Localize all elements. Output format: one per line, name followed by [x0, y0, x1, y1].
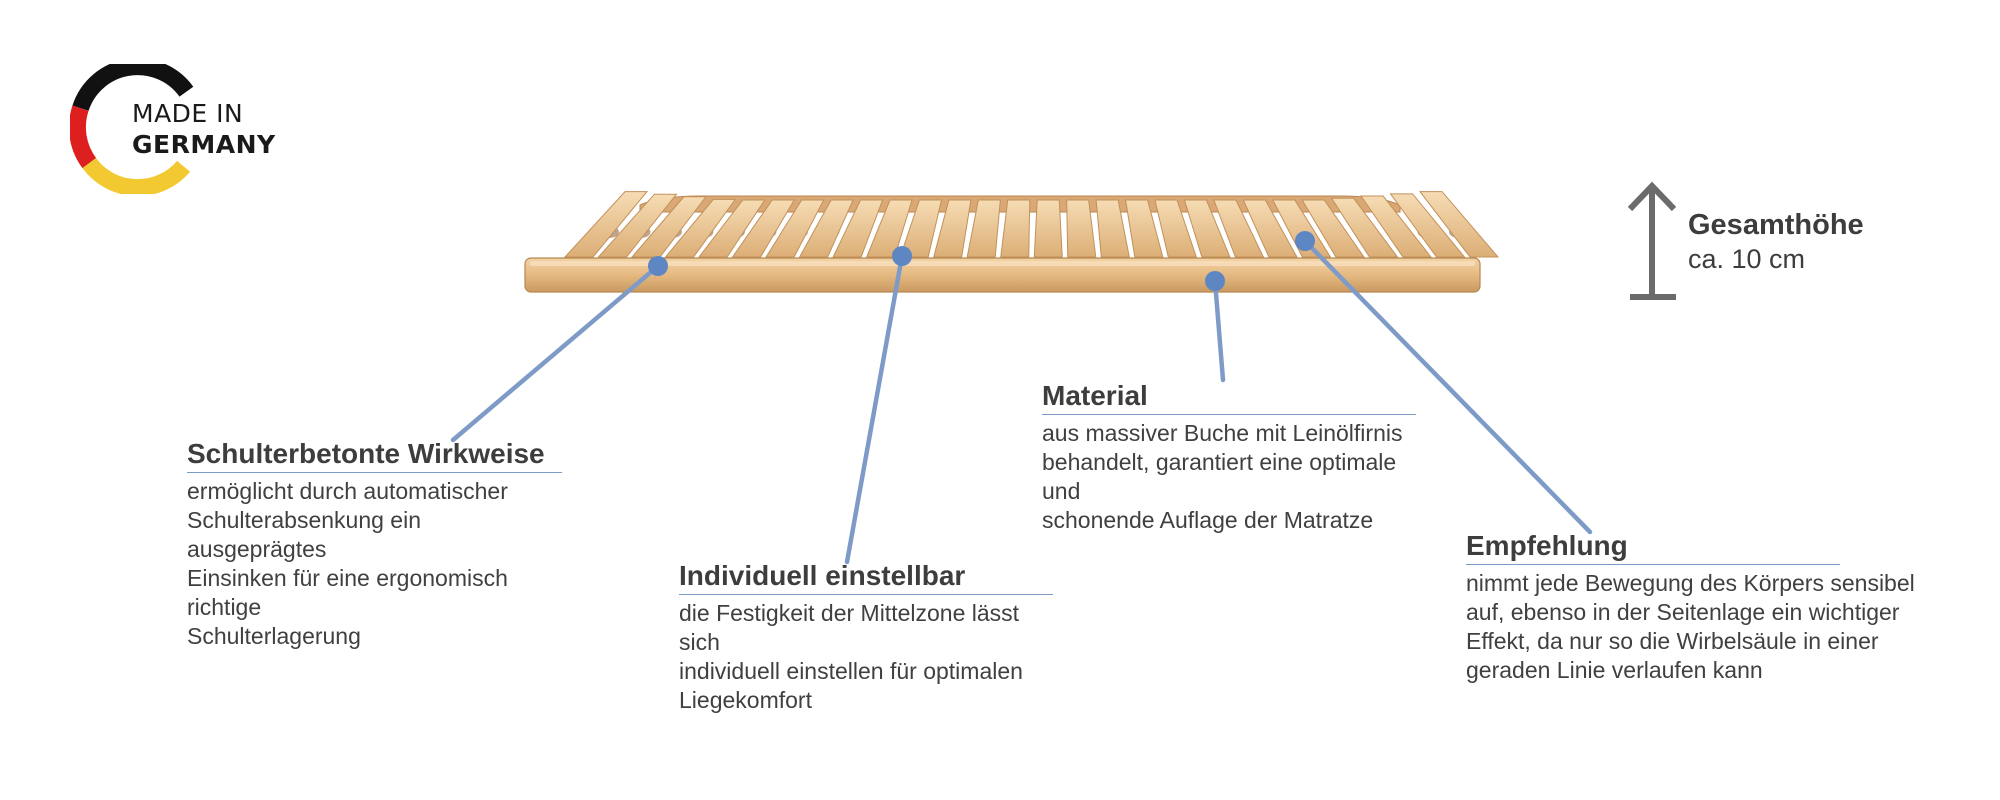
frame-rail-highlight: [530, 261, 1475, 266]
callout-text-material: aus massiver Buche mit Leinölfirnis beha…: [1042, 419, 1416, 535]
callout-line: aus massiver Buche mit Leinölfirnis: [1042, 420, 1403, 446]
callout-material: Material aus massiver Buche mit Leinölfi…: [1042, 380, 1416, 535]
slat: [1418, 191, 1500, 258]
slat: [899, 199, 943, 258]
slat: [1066, 199, 1097, 258]
marker-dot-individuell[interactable]: [892, 246, 912, 266]
callout-title-schulter: Schulterbetonte Wirkweise: [187, 438, 562, 473]
badge-text-made-in: MADE IN: [132, 99, 244, 128]
callout-individuell: Individuell einstellbar die Festigkeit d…: [679, 560, 1053, 715]
slat: [765, 199, 825, 258]
slat: [1000, 199, 1031, 258]
slat: [1183, 199, 1231, 258]
slat: [731, 199, 796, 258]
slat: [1124, 199, 1164, 258]
slat: [1301, 199, 1365, 258]
slat: [1154, 199, 1198, 258]
frame-front-rail: [524, 257, 1481, 293]
callout-line: auf, ebenso in der Seitenlage ein wichti…: [1466, 599, 1900, 625]
total-height-label: Gesamthöhe ca. 10 cm: [1688, 208, 1864, 276]
slatted-frame: [524, 191, 1500, 293]
slat: [1242, 199, 1298, 258]
callout-line: die Festigkeit der Mittelzone lässt sich: [679, 600, 1020, 655]
wooden-slats: [563, 191, 1500, 258]
badge-text-germany: GERMANY: [132, 130, 276, 159]
slat: [563, 191, 649, 258]
marker-dot-schulter[interactable]: [648, 256, 668, 276]
callout-text-empfehlung: nimmt jede Bewegung des Körpers sensibel…: [1466, 569, 1915, 685]
marker-dot-material[interactable]: [1205, 271, 1225, 291]
height-arrow-icon: [1627, 181, 1677, 300]
slat: [1389, 193, 1466, 258]
slat: [1271, 199, 1332, 258]
callout-line: nimmt jede Bewegung des Körpers sensibel: [1466, 570, 1915, 596]
callout-line: Einsinken für eine ergonomisch richtige: [187, 565, 508, 620]
callout-markers: [648, 231, 1315, 291]
callout-line: Schulterlagerung: [187, 623, 361, 649]
slat: [933, 199, 972, 258]
slat: [597, 193, 678, 258]
slat: [798, 199, 854, 258]
callout-empfehlung: Empfehlung nimmt jede Bewegung des Körpe…: [1466, 530, 1915, 685]
connector-line-empfehlung: [1302, 238, 1593, 535]
slat: [1213, 199, 1265, 258]
callout-line: geraden Linie verlaufen kann: [1466, 657, 1763, 683]
slat: [664, 198, 737, 258]
slat: [698, 199, 766, 258]
callout-line: individuell einstellen für optimalen: [679, 658, 1023, 684]
connector-line-material: [1212, 278, 1226, 383]
callout-line: behandelt, garantiert eine optimale und: [1042, 449, 1397, 504]
marker-dot-empfehlung[interactable]: [1295, 231, 1315, 251]
callout-text-individuell: die Festigkeit der Mittelzone lässt sich…: [679, 599, 1053, 715]
callout-title-empfehlung: Empfehlung: [1466, 530, 1840, 565]
total-height-value: ca. 10 cm: [1688, 244, 1806, 274]
slat: [1095, 199, 1130, 258]
slat: [1360, 195, 1432, 258]
germany-flag-arc-icon: [70, 64, 194, 194]
callout-line: Liegekomfort: [679, 687, 812, 713]
callout-text-schulter: ermöglicht durch automatischer Schultera…: [187, 477, 562, 651]
callout-line: schonende Auflage der Matratze: [1042, 507, 1374, 533]
made-in-germany-badge: MADE IN GERMANY: [70, 64, 275, 194]
callout-line: Schulterabsenkung ein ausgeprägtes: [187, 507, 421, 562]
connector-line-schulter: [450, 263, 661, 443]
callout-line: ermöglicht durch automatischer: [187, 478, 508, 504]
callout-title-individuell: Individuell einstellbar: [679, 560, 1053, 595]
slat: [1033, 199, 1063, 258]
callout-title-material: Material: [1042, 380, 1416, 415]
callout-schulter: Schulterbetonte Wirkweise ermöglicht dur…: [187, 438, 562, 651]
slat: [966, 199, 1001, 258]
callout-line: Effekt, da nur so die Wirbelsäule in ein…: [1466, 628, 1879, 654]
slat: [1330, 197, 1399, 258]
connector-line-individuell: [844, 253, 905, 565]
callout-connectors: [450, 238, 1593, 565]
slat: [832, 199, 884, 258]
total-height-title: Gesamthöhe: [1688, 209, 1864, 241]
